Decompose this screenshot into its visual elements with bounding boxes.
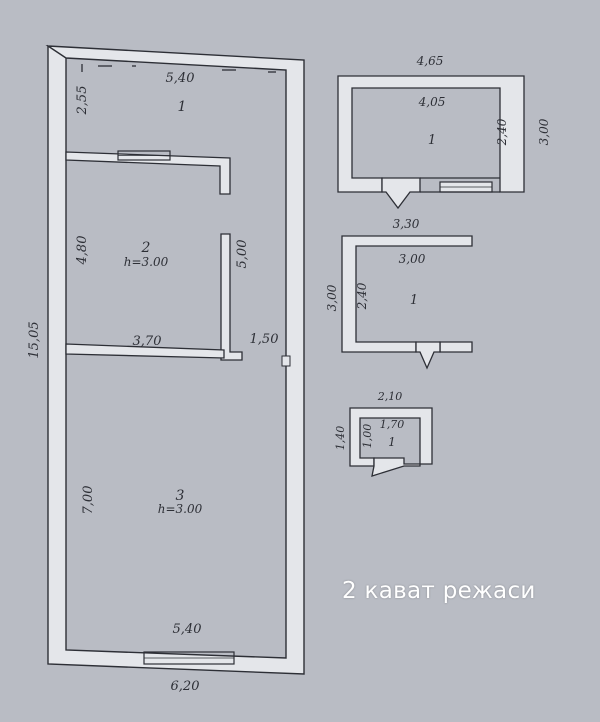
entrance-b-walls-right: [439, 341, 473, 353]
entrance-c-door: [371, 457, 421, 477]
overall-width-label: 6,20: [171, 679, 200, 694]
entrance-c-inner-depth: 1,00: [361, 424, 374, 449]
room-2-height-label: h=3.00: [124, 255, 169, 269]
room-1-depth-label: 2,55: [75, 86, 90, 116]
floor-caption: 2 кават режаси: [342, 578, 536, 604]
overall-length-label: 15,05: [27, 321, 42, 358]
entrance-c-walls: [349, 407, 433, 467]
corridor-width-label: 1,50: [250, 332, 279, 347]
partition-wall-right: [220, 233, 243, 361]
main-outer-wall: [45, 44, 305, 675]
entrance-a-inner-width: 4,05: [418, 95, 446, 109]
entrance-a-door: [381, 177, 421, 210]
partition-wall-middle: [65, 343, 225, 359]
entrance-c-inner-width: 1,70: [380, 418, 405, 431]
room-2-side-depth-label: 5,00: [235, 240, 250, 269]
main-plan: 15,05 6,20 1,50 5,40 2,55 1 2 h=3.00 4,8…: [27, 44, 305, 694]
entrance-c-outer-depth: 1,40: [334, 426, 347, 451]
entrance-b-outer-width: 3,30: [393, 217, 420, 231]
room-1-number: 1: [178, 99, 187, 115]
room-1-width-label: 5,40: [166, 71, 195, 86]
room-2-number: 2: [141, 240, 151, 256]
room-3-width-label: 5,40: [173, 622, 202, 637]
wall-notch: [281, 355, 291, 367]
entrance-plan-a: 4,65 4,05 1 2,40 3,00: [337, 54, 551, 210]
entrance-b-outer-depth: 3,00: [325, 284, 339, 311]
entrance-plan-b: 3,30 3,00 1 2,40 3,00: [325, 217, 473, 370]
entrance-b-inner-width: 3,00: [399, 252, 426, 266]
room-2-width-label: 3,70: [133, 334, 162, 349]
entrance-a-outer-depth: 3,00: [537, 118, 551, 145]
room-2-depth-label: 4,80: [75, 236, 90, 266]
room-3-height-label: h=3.00: [158, 502, 203, 516]
entrance-a-room-number: 1: [428, 133, 436, 148]
entrance-a-outer-width: 4,65: [416, 54, 444, 68]
entrance-b-walls: [341, 235, 473, 353]
room-3-depth-label: 7,00: [81, 486, 96, 515]
entrance-b-door: [415, 341, 441, 370]
partition-wall-top: [65, 151, 231, 195]
entrance-b-inner-depth: 2,40: [355, 282, 369, 310]
entrance-b-room-number: 1: [410, 293, 418, 308]
entrance-c-outer-width: 2,10: [377, 390, 403, 403]
entrance-a-inner-depth: 2,40: [495, 118, 509, 146]
room-3-number: 3: [176, 488, 185, 504]
entrance-a-walls: [337, 75, 525, 193]
entrance-plan-c: 2,10 1,70 1 1,00 1,40: [334, 390, 433, 477]
entrance-c-room-number: 1: [388, 435, 396, 449]
